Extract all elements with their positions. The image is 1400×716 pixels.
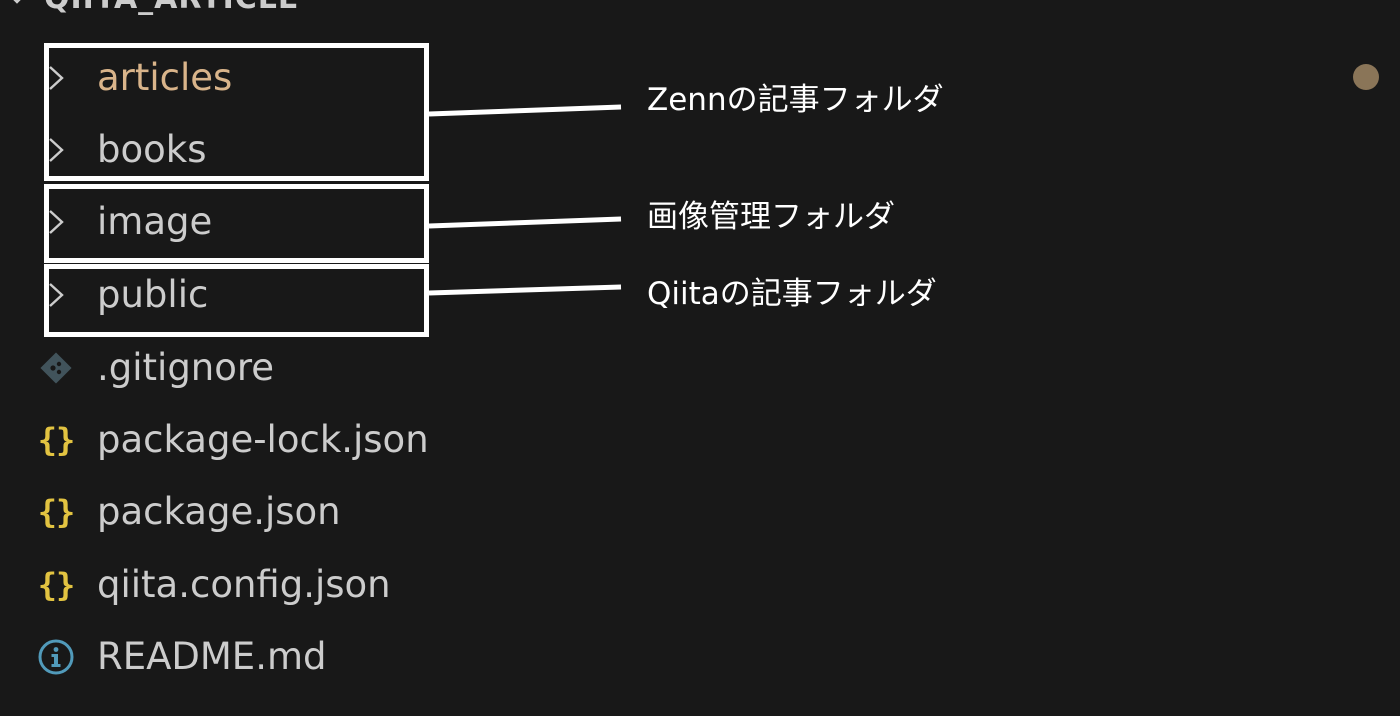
connector-line-zenn (428, 104, 622, 117)
tree-item-image[interactable]: image (0, 186, 440, 258)
chevron-right-icon (36, 202, 76, 242)
tree-item-public[interactable]: public (0, 259, 440, 331)
explorer-root-header[interactable]: QIITA_ARTICLE (6, 0, 299, 18)
tree-item-articles[interactable]: articles (0, 42, 440, 114)
json-braces-icon: {} (37, 566, 76, 604)
modified-indicator-dot (1353, 64, 1379, 90)
tree-item-label: README.md (97, 635, 327, 678)
json-braces-icon: {} (37, 421, 76, 459)
tree-item-books[interactable]: books (0, 114, 440, 186)
tree-item-label: package.json (97, 490, 341, 533)
annotation-qiita: Qiitaの記事フォルダ (647, 276, 937, 312)
chevron-right-icon (36, 58, 76, 98)
json-braces-icon: {} (37, 493, 76, 531)
tree-item-label: public (97, 273, 209, 316)
chevron-down-icon (13, 0, 21, 4)
chevron-right-icon (36, 275, 76, 315)
git-diamond-icon (36, 348, 76, 388)
connector-line-image (428, 216, 622, 229)
tree-item-label: package-lock.json (97, 418, 429, 461)
tree-item-readme-md[interactable]: README.md (0, 621, 440, 693)
annotation-image: 画像管理フォルダ (647, 199, 895, 235)
annotation-zenn: Zennの記事フォルダ (647, 82, 944, 118)
tree-item-package-lock-json[interactable]: {} package-lock.json (0, 404, 440, 476)
connector-line-qiita (428, 284, 622, 296)
tree-item-label: books (97, 128, 207, 171)
tree-item-qiita-config-json[interactable]: {} qiita.config.json (0, 549, 440, 621)
chevron-right-icon (36, 130, 76, 170)
tree-item-package-json[interactable]: {} package.json (0, 476, 440, 548)
root-folder-name: QIITA_ARTICLE (44, 0, 299, 16)
tree-item-label: articles (97, 56, 233, 99)
tree-item-gitignore[interactable]: .gitignore (0, 332, 440, 404)
info-circle-icon (36, 637, 76, 677)
highlight-box-zenn (44, 43, 429, 181)
tree-item-label: .gitignore (97, 346, 275, 389)
highlight-box-qiita (44, 264, 429, 337)
tree-item-label: image (97, 200, 213, 243)
highlight-box-image (44, 184, 429, 263)
tree-item-label: qiita.config.json (97, 563, 391, 606)
